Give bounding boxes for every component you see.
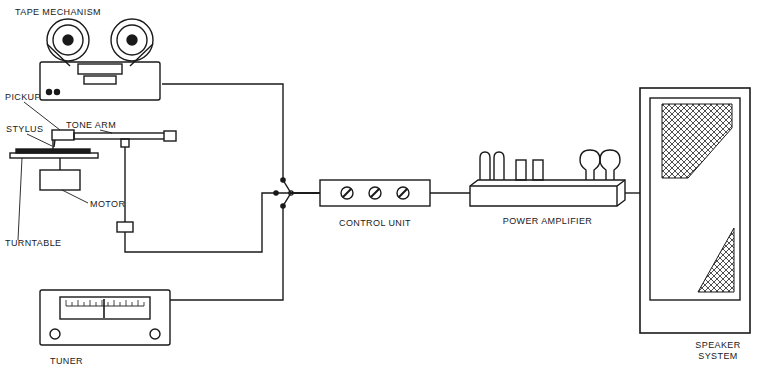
component-node: TAPE MECHANISM — [38, 22, 162, 102]
tuner-drawing — [40, 290, 170, 345]
part-name: STYLUS — [6, 124, 43, 135]
component-node: CONTROL UNIT — [320, 180, 430, 206]
power-amplifier-drawing — [470, 150, 625, 206]
component-label: TAPE MECHANISM — [15, 7, 155, 18]
component-node: TURNTABLE — [8, 128, 178, 232]
signal-wire — [125, 193, 320, 252]
signal-wire — [430, 192, 470, 193]
speaker-system-drawing — [640, 88, 750, 333]
signal-wire — [625, 192, 640, 193]
component-node: POWER AMPLIFIER — [470, 150, 625, 206]
signal-wire — [162, 84, 320, 193]
signal-wire — [170, 193, 320, 300]
part-name: PICKUP — [5, 92, 41, 103]
component-label: TUNER — [50, 356, 130, 367]
component-label: CONTROL UNIT — [310, 218, 440, 229]
part-name: TONE ARM — [66, 120, 116, 131]
component-node: SPEAKER SYSTEM — [640, 88, 750, 333]
part-name: MOTOR — [90, 199, 125, 210]
dial-scale — [66, 300, 144, 306]
component-label: SPEAKER SYSTEM — [688, 340, 748, 362]
component-label: POWER AMPLIFIER — [470, 216, 625, 227]
component-node: TUNER — [40, 290, 170, 345]
turntable-drawing — [10, 102, 176, 240]
component-label: TURNTABLE — [5, 238, 95, 249]
control-unit-drawing — [320, 180, 430, 206]
tape-mechanism-drawing — [40, 19, 160, 100]
